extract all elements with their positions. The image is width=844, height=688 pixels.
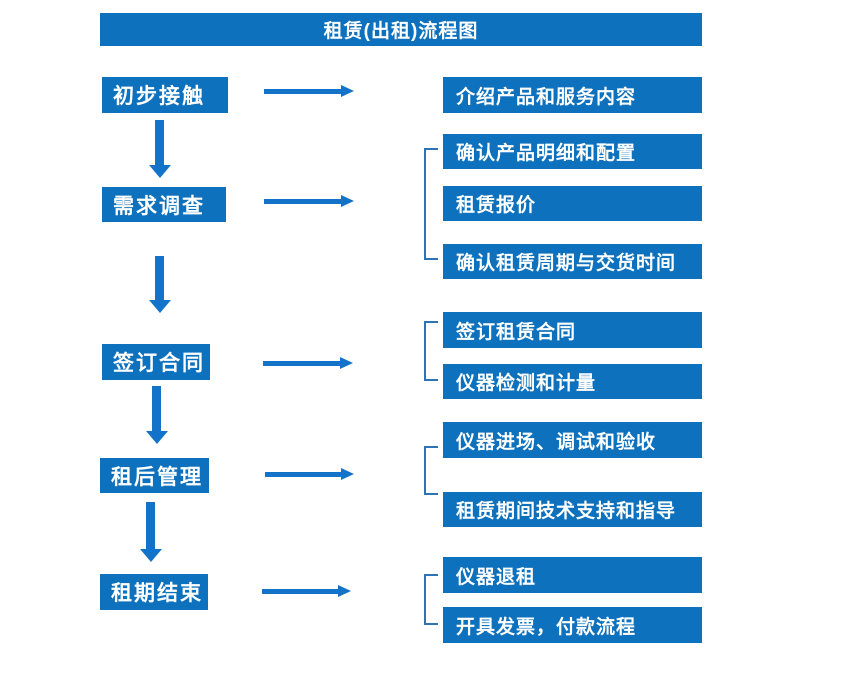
down-arrow-4 <box>140 502 162 562</box>
detail-box-instrument-entry-debug-acceptance: 仪器进场、调试和验收 <box>443 422 702 458</box>
bracket-demand-survey-group <box>424 148 438 260</box>
bracket-sign-contract-group <box>424 321 438 381</box>
down-arrow-2 <box>149 256 171 313</box>
flow-arrow-head <box>341 468 354 480</box>
down-arrow-head <box>140 549 162 562</box>
flow-arrow-head <box>338 585 351 597</box>
flow-arrow-1 <box>264 85 354 98</box>
bracket-rental-end-group <box>424 574 438 625</box>
down-arrow-head <box>146 431 168 444</box>
flow-arrow-shaft <box>265 472 342 477</box>
flow-arrow-head <box>341 85 354 97</box>
flow-arrow-3 <box>263 357 353 370</box>
detail-box-instrument-inspection-metering: 仪器检测和计量 <box>443 364 702 399</box>
detail-box-invoice-payment-process: 开具发票，付款流程 <box>443 607 702 643</box>
detail-box-introduce-products-services: 介绍产品和服务内容 <box>443 77 702 113</box>
down-arrow-shaft <box>152 386 161 432</box>
flow-arrow-shaft <box>264 89 342 94</box>
down-arrow-shaft <box>146 502 155 550</box>
detail-box-technical-support-guidance: 租赁期间技术支持和指导 <box>443 492 702 527</box>
diagram-title: 租赁(出租)流程图 <box>100 13 702 46</box>
flow-arrow-shaft <box>263 361 341 366</box>
flow-arrow-head <box>340 357 353 369</box>
bracket-post-rental-group <box>424 446 438 495</box>
down-arrow-head <box>149 300 171 313</box>
detail-box-confirm-product-details-config: 确认产品明细和配置 <box>443 134 702 169</box>
flow-arrow-4 <box>265 468 354 481</box>
stage-box-sign-contract: 签订合同 <box>102 344 210 380</box>
stage-box-initial-contact: 初步接触 <box>102 77 228 113</box>
flow-arrow-head <box>341 195 354 207</box>
down-arrow-1 <box>149 120 171 178</box>
stage-box-post-rental-management: 租后管理 <box>100 458 209 493</box>
detail-box-confirm-rental-period-delivery: 确认租赁周期与交货时间 <box>443 244 702 279</box>
flow-arrow-5 <box>262 585 351 598</box>
detail-box-rental-quotation: 租赁报价 <box>443 186 702 221</box>
flow-arrow-2 <box>264 195 354 208</box>
down-arrow-shaft <box>155 256 164 301</box>
flow-arrow-shaft <box>264 199 342 204</box>
down-arrow-head <box>149 165 171 178</box>
down-arrow-3 <box>146 386 168 444</box>
down-arrow-shaft <box>155 120 164 166</box>
flow-arrow-shaft <box>262 589 339 594</box>
stage-box-rental-period-end: 租期结束 <box>100 574 208 610</box>
detail-box-instrument-return: 仪器退租 <box>443 557 702 593</box>
stage-box-demand-survey: 需求调查 <box>102 187 226 222</box>
detail-box-sign-rental-contract: 签订租赁合同 <box>443 312 702 348</box>
